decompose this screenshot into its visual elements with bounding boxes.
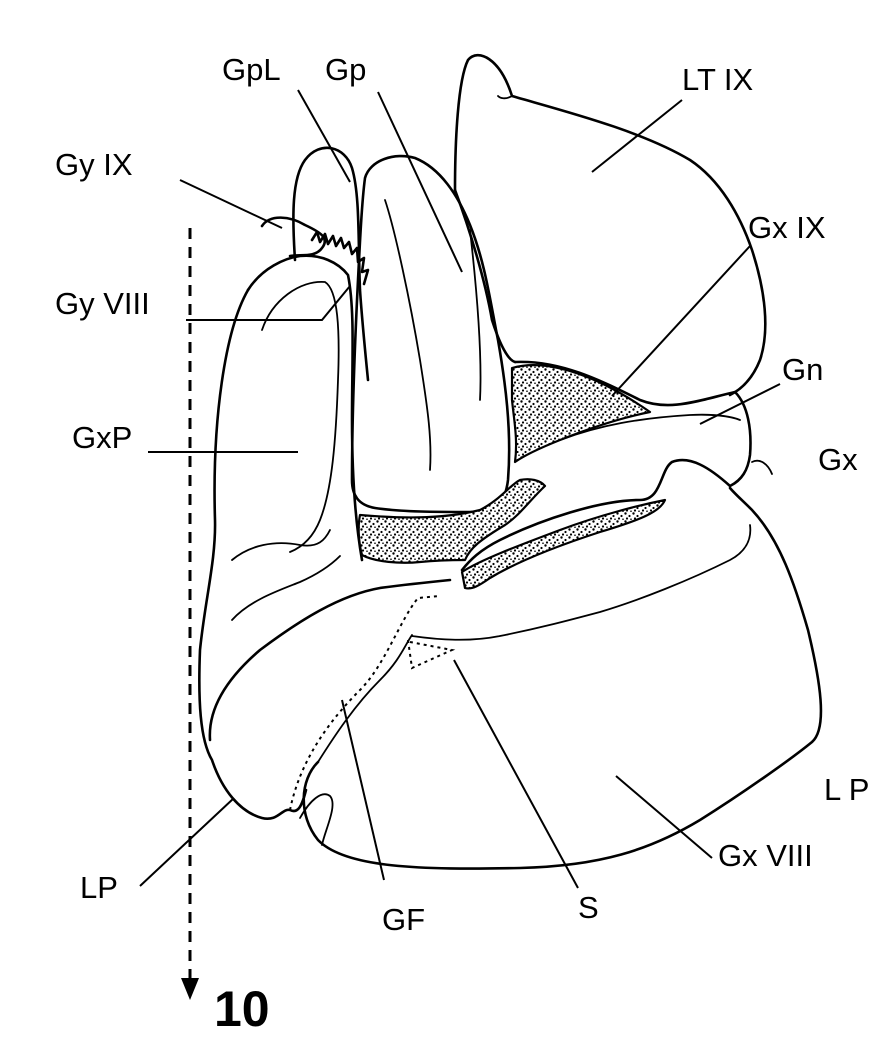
gpl-lobe xyxy=(292,146,370,382)
label-gx-ix: Gx IX xyxy=(748,210,826,245)
label-gy-viii: Gy VIII xyxy=(55,286,150,321)
s-dotted-region xyxy=(407,639,456,670)
stippled-region-middle xyxy=(357,478,547,564)
gx-viii-lower-edge xyxy=(299,793,334,846)
gxp-fold xyxy=(231,529,331,561)
label-gy-ix: Gy IX xyxy=(55,147,133,182)
label-lp-left: LP xyxy=(80,870,118,905)
gy-ix-process xyxy=(260,216,327,258)
gy-viii-serration xyxy=(310,230,370,286)
lt-ix-plate xyxy=(453,54,767,397)
label-s: S xyxy=(578,890,599,925)
gx-viii-inner-edge xyxy=(317,634,413,763)
figure-number: 10 xyxy=(214,981,270,1037)
gp-groove-2 xyxy=(469,229,482,401)
label-lp-right: L P xyxy=(824,772,869,807)
label-gn: Gn xyxy=(782,352,823,387)
gxp-inner-line xyxy=(231,555,341,621)
vertical-axis-arrow xyxy=(181,228,199,1000)
leader-lines xyxy=(139,89,781,889)
stippled-region-lower xyxy=(460,498,667,590)
gxp-lower-curve xyxy=(208,578,452,742)
lt-ix-lower-edge xyxy=(453,188,517,364)
gx-viii-outline xyxy=(302,486,823,870)
gn-plate xyxy=(460,360,752,572)
stippled-region-upper xyxy=(510,364,652,464)
label-gx: Gx xyxy=(818,442,858,477)
label-gf: GF xyxy=(382,902,425,937)
label-lt-ix: LT IX xyxy=(682,62,754,97)
gxp-inner-outline xyxy=(261,281,340,553)
label-gp: Gp xyxy=(325,52,366,87)
gxp-lower-outline xyxy=(198,288,308,821)
label-gpl: GpL xyxy=(222,52,281,87)
gx-hook xyxy=(751,459,773,475)
gf-suture xyxy=(289,595,441,811)
lt-ix-curve xyxy=(497,95,513,100)
gp-groove xyxy=(384,199,432,471)
gn-upper-edge xyxy=(559,413,741,441)
gxp-outline xyxy=(246,254,364,562)
s-edge xyxy=(411,524,752,641)
label-gxp: GxP xyxy=(72,420,132,455)
label-gx-viii: Gx VIII xyxy=(718,838,813,873)
